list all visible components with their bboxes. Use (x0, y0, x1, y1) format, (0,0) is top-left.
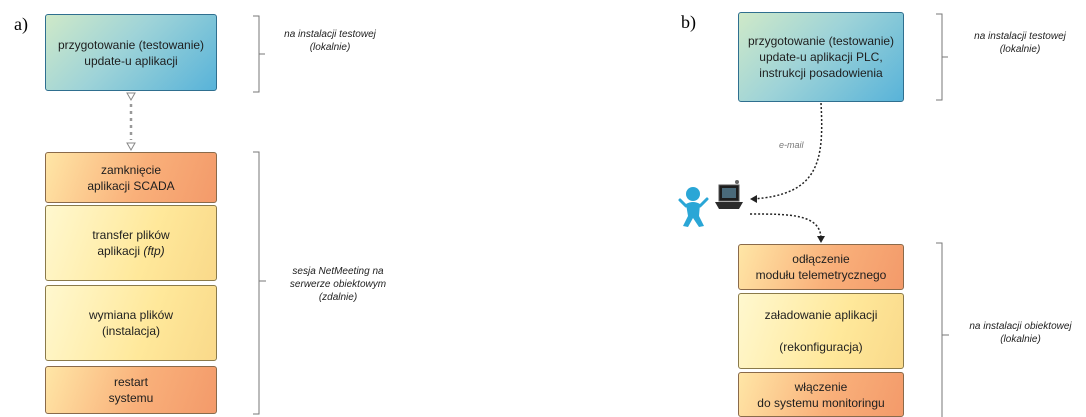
panel-a-arrow-top (126, 92, 136, 102)
panel-a-session-note: sesja NetMeeting na serwerze obiektowym … (289, 266, 387, 303)
panel-b-prep-note: na instalacji testowej (lokalnie) (974, 31, 1066, 55)
panel-a-step-text: wymiana plików(instalacja) (88, 308, 174, 338)
panel-a-prep-box: przygotowanie (testowanie) update-u apli… (45, 14, 217, 91)
panel-a-prep-bracket (253, 15, 265, 93)
panel-a-step-replace: wymiana plików(instalacja) (45, 285, 217, 361)
panel-b-step-load: załadowanie aplikacji(rekonfiguracja) (738, 293, 904, 369)
email-arrowhead (750, 195, 757, 203)
panel-b-step-text: załadowanie aplikacji(rekonfiguracja) (764, 308, 878, 354)
panel-b-prep-box: przygotowanie (testowanie) update-u apli… (738, 12, 904, 102)
panel-b-label: b) (681, 12, 696, 32)
panel-b-site-note: na instalacji obiektowej (lokalnie) (969, 321, 1072, 345)
panel-a-arrow-bottom (126, 142, 136, 152)
email-connector (751, 102, 823, 200)
person-icon (678, 187, 709, 227)
laptop-icon (715, 180, 743, 209)
onsite-arrowhead (817, 236, 825, 243)
panel-b-prep-bracket (936, 13, 948, 101)
email-label: e-mail (779, 140, 804, 150)
panel-a-steps-bracket (253, 151, 266, 415)
panel-a-prep-note: na instalacji testowej (lokalnie) (284, 29, 376, 53)
panel-a-label: a) (14, 14, 28, 34)
panel-b-steps-bracket (936, 242, 949, 417)
onsite-connector (749, 213, 822, 239)
